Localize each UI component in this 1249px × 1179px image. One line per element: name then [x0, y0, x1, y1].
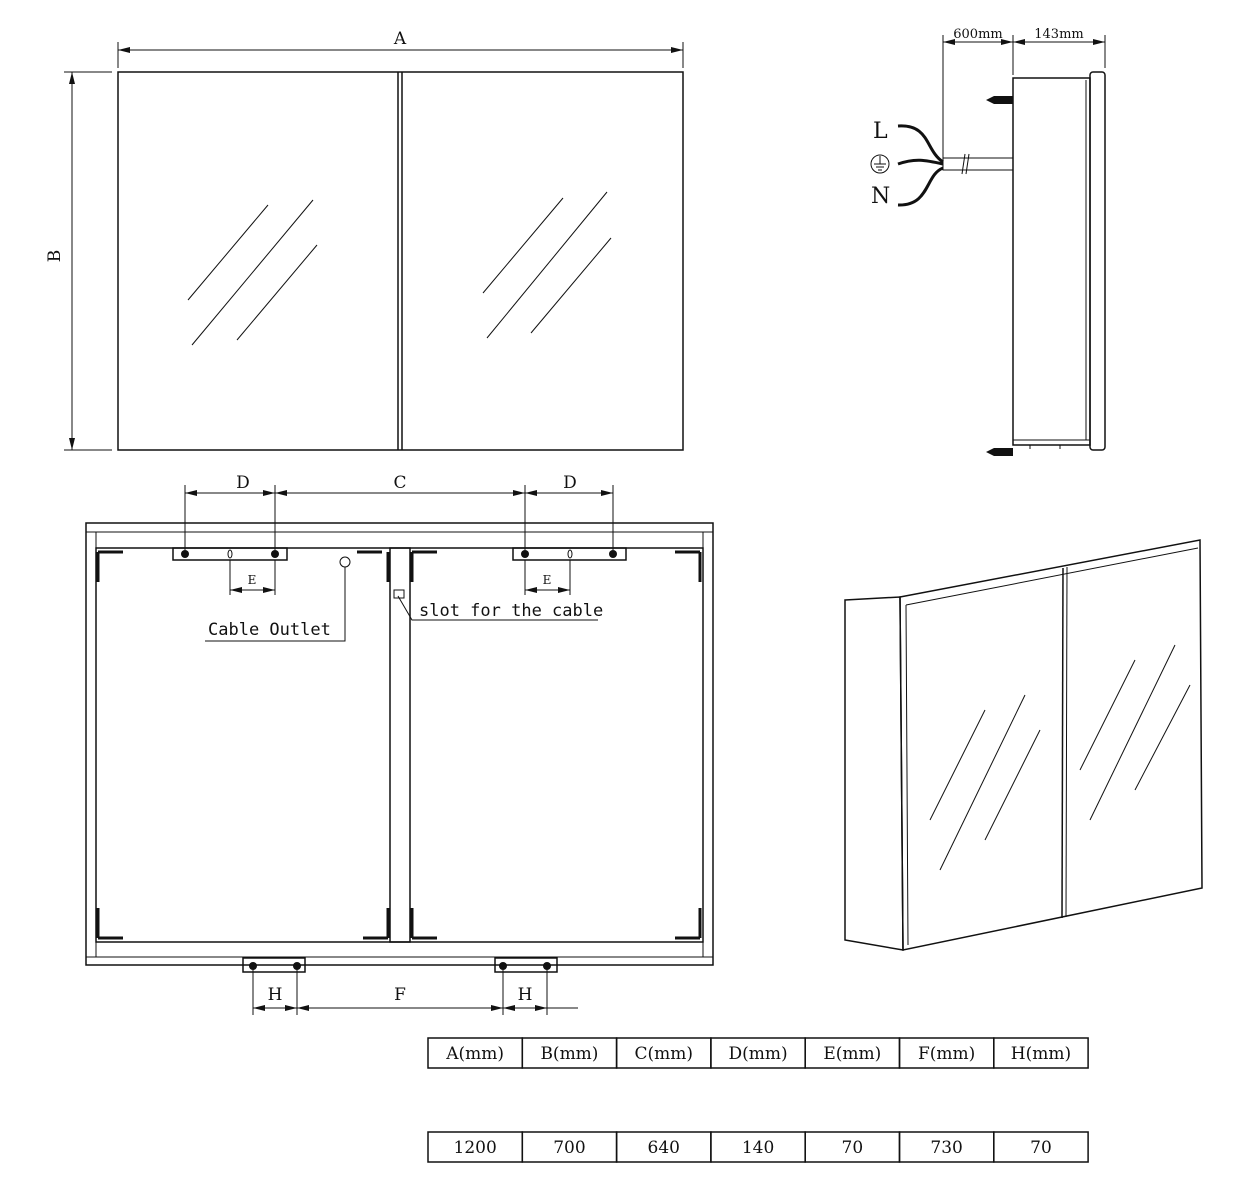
dim-label-f: F	[394, 985, 406, 1005]
center-divider	[389, 547, 411, 943]
side-view: 600mm 143mm L N	[870, 27, 1106, 456]
live-wire-label: L	[873, 119, 888, 144]
cabinet-side	[844, 596, 904, 951]
cable-outlet-label: Cable Outlet	[208, 620, 331, 640]
wall-anchor-icon	[986, 448, 1013, 456]
table-value-cell-border	[993, 1131, 1089, 1163]
dim-label-d: D	[563, 473, 577, 493]
front-view: A B	[45, 29, 684, 451]
cabinet-front	[899, 539, 1203, 951]
table-header-cell: D(mm)	[728, 1044, 787, 1064]
dim-label-d: D	[236, 473, 250, 493]
power-cable	[942, 157, 1014, 171]
table-value-cell: 640	[648, 1138, 680, 1158]
cabinet-outline	[117, 71, 684, 451]
neutral-wire-label: N	[871, 184, 890, 209]
table-header-cell: C(mm)	[634, 1044, 693, 1064]
glass-reflection-icon	[187, 191, 612, 346]
table-header-cell: H(mm)	[1011, 1044, 1071, 1064]
wall-anchor-icon	[986, 96, 1013, 104]
table-value-cell: 70	[842, 1138, 864, 1158]
table-header-cell: A(mm)	[445, 1044, 504, 1064]
table-value-cell: 700	[553, 1138, 585, 1158]
depth-label: 143mm	[1034, 27, 1083, 42]
glass-reflection-icon	[929, 644, 1191, 871]
back-view: D C D E E Cable Outlet slot for the cabl…	[85, 473, 714, 1015]
table-value-cell: 730	[930, 1138, 962, 1158]
table-value-cell: 70	[1030, 1138, 1052, 1158]
dim-label-e: E	[248, 573, 257, 587]
table-header-cell: F(mm)	[918, 1044, 975, 1064]
dim-label-e: E	[543, 573, 552, 587]
door-panel	[1089, 71, 1106, 451]
table-header-cell: E(mm)	[823, 1044, 881, 1064]
mounting-bracket	[494, 957, 558, 973]
cable-outlet-hole	[339, 556, 351, 568]
mounting-bracket	[242, 957, 306, 973]
dimension-table: A(mm) B(mm) C(mm) D(mm) E(mm) F(mm) H(mm) 1200 7…	[427, 1037, 1089, 1163]
table-header-cell: B(mm)	[540, 1044, 598, 1064]
table-value-cell: 140	[742, 1138, 774, 1158]
dim-label-h: H	[268, 985, 283, 1005]
table-value-cell: 1200	[454, 1138, 497, 1158]
dim-label-a: A	[393, 29, 407, 49]
dim-label-h: H	[518, 985, 533, 1005]
cable-length-label: 600mm	[953, 27, 1002, 42]
cabinet-body	[1012, 77, 1091, 446]
perspective-view	[844, 539, 1203, 951]
door-divider	[1061, 567, 1064, 919]
dim-label-c: C	[393, 473, 406, 493]
table-header-cell-border	[993, 1037, 1089, 1069]
cable-slot-label: slot for the cable	[419, 601, 603, 621]
ground-icon	[870, 154, 890, 174]
dim-label-b: B	[45, 250, 65, 263]
wires	[897, 124, 944, 207]
